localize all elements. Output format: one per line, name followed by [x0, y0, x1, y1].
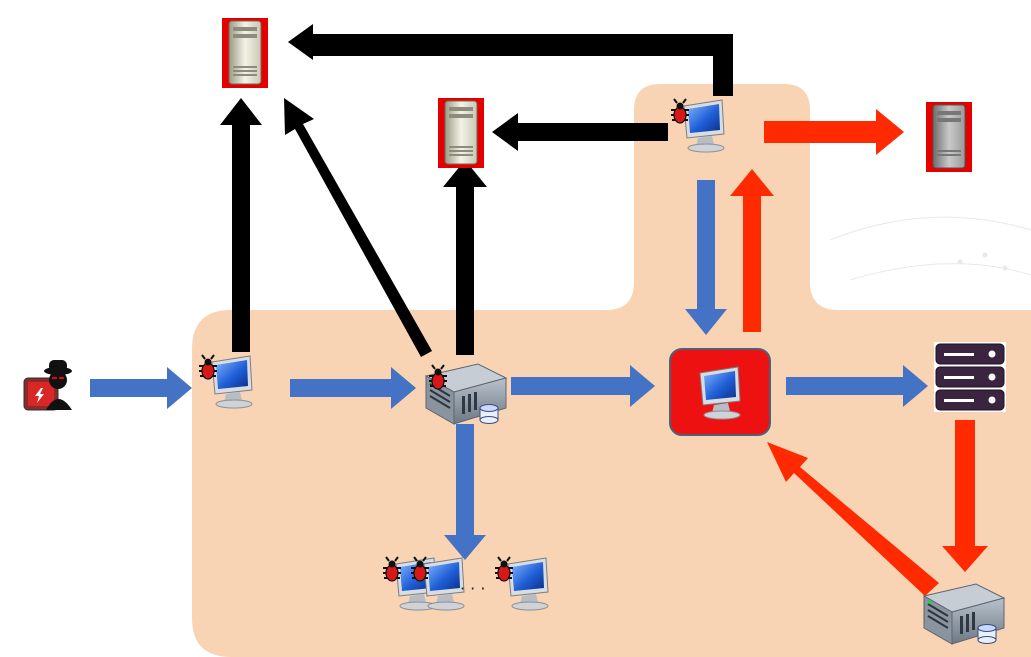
cc-arrows	[220, 24, 733, 357]
infected-workstations-group-icon: · · ·	[383, 557, 548, 610]
arrow-internal-to-mid-server	[443, 160, 487, 355]
ellipsis-label: · · ·	[460, 579, 485, 598]
arrow-internal-to-top-server	[284, 98, 432, 357]
spread-arrows	[90, 180, 928, 560]
arrow-internal-to-hosts	[444, 424, 486, 560]
tower-server-icon-mid	[437, 97, 485, 169]
arrow-dmz-to-mid-server	[492, 113, 668, 151]
decorative-network-pattern	[829, 216, 1031, 281]
infected-server-icon	[425, 363, 507, 425]
arrow-internal-to-target	[511, 365, 655, 407]
arrow-dmz-to-exfil-server	[764, 109, 904, 155]
tower-server-icon-top	[221, 17, 269, 89]
server-icon	[923, 583, 1005, 645]
rack-server-icon	[934, 342, 1006, 412]
arrow-rack-to-backup	[942, 420, 988, 572]
arrow-entry-to-top-server	[220, 98, 262, 352]
arrow-attacker-to-entry	[90, 367, 192, 409]
arrow-dmz-to-target	[685, 180, 727, 335]
arrow-target-to-dmz	[730, 169, 774, 332]
arrow-backup-to-target	[767, 442, 939, 596]
compromised-workstation-icon	[669, 348, 771, 436]
exfil-arrows	[730, 109, 988, 596]
arrow-entry-to-internal	[290, 367, 416, 409]
network-zone	[192, 84, 1031, 657]
exfil-server-icon	[925, 101, 973, 173]
hacker-icon	[23, 360, 72, 411]
arrow-target-to-rack	[786, 365, 928, 407]
